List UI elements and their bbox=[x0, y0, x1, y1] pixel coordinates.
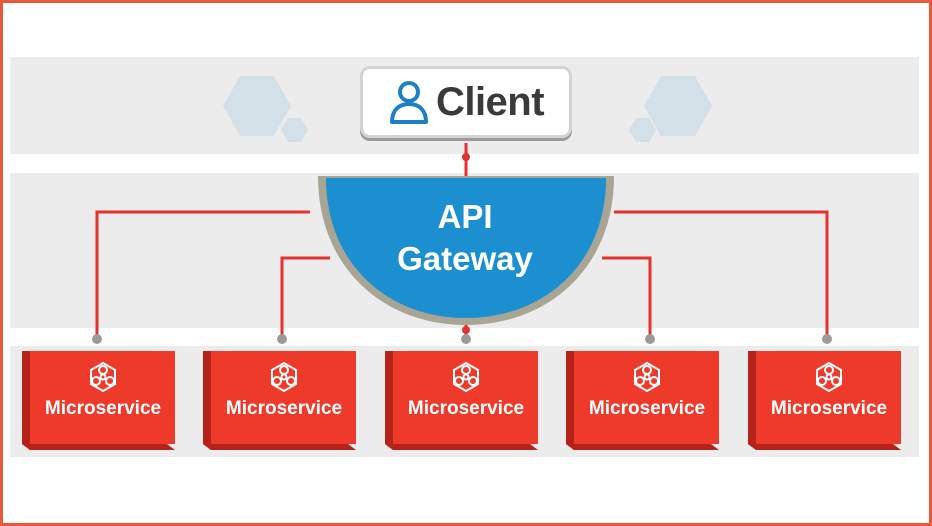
api-gateway-label: API Gateway bbox=[330, 196, 600, 280]
microservice-icon bbox=[634, 361, 660, 393]
microservice-icon bbox=[271, 361, 297, 393]
connector-dot bbox=[92, 334, 102, 344]
microservice-icon bbox=[90, 361, 116, 393]
connector-dot bbox=[277, 334, 287, 344]
hexagon-right-small bbox=[629, 118, 656, 142]
microservice-label: Microservice bbox=[225, 398, 343, 419]
connector-dot bbox=[822, 334, 832, 344]
hexagon-left-large bbox=[223, 76, 291, 136]
gateway-to-ms2-line bbox=[280, 256, 330, 338]
microservice-label: Microservice bbox=[44, 398, 162, 419]
microservice-boxes bbox=[22, 351, 901, 450]
decorative-hexagons bbox=[223, 76, 712, 142]
api-gateway-shape bbox=[326, 178, 606, 318]
microservice-icon bbox=[453, 361, 479, 393]
client-label: Client bbox=[435, 79, 545, 124]
api-gateway-label-line2: Gateway bbox=[397, 240, 533, 277]
gateway-bottom-dot bbox=[462, 326, 470, 334]
microservice-label: Microservice bbox=[770, 398, 888, 419]
hexagon-right-large bbox=[644, 76, 712, 136]
client-connector-dot bbox=[462, 153, 470, 161]
user-icon bbox=[389, 81, 428, 124]
microservice-label: Microservice bbox=[407, 398, 525, 419]
connector-dot bbox=[461, 334, 471, 344]
api-gateway-label-line1: API bbox=[437, 198, 493, 235]
connector-lines bbox=[95, 143, 829, 338]
gateway-to-ms1-line bbox=[95, 210, 310, 338]
microservice-icon bbox=[816, 361, 842, 393]
connector-dot bbox=[645, 334, 655, 344]
client-card: Client bbox=[360, 66, 572, 138]
gateway-to-ms5-line bbox=[614, 210, 829, 338]
hexagon-left-small bbox=[281, 118, 308, 142]
microservice-label: Microservice bbox=[588, 398, 706, 419]
connector-dots bbox=[92, 334, 832, 344]
gateway-to-ms4-line bbox=[602, 256, 652, 338]
